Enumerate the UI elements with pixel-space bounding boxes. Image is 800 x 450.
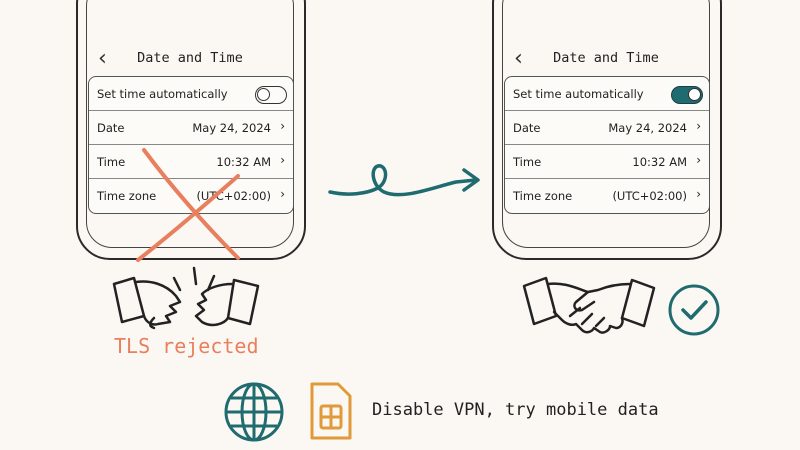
row-value: May 24, 2024 bbox=[192, 121, 271, 135]
timezone-row[interactable]: Time zone (UTC+02:00) › bbox=[505, 179, 709, 212]
screen-title: Date and Time bbox=[137, 50, 243, 66]
date-row[interactable]: Date May 24, 2024 › bbox=[505, 111, 709, 144]
chevron-right-icon: › bbox=[280, 119, 285, 133]
cross-mark-icon bbox=[136, 148, 240, 262]
squiggle-arrow-icon bbox=[328, 164, 480, 197]
auto-time-row[interactable]: Set time automatically bbox=[89, 77, 293, 110]
row-label: Set time automatically bbox=[513, 87, 644, 101]
chevron-right-icon: › bbox=[280, 187, 285, 201]
handshake-icon bbox=[522, 276, 656, 334]
divider bbox=[89, 144, 293, 145]
settings-card: Set time automatically Date May 24, 2024… bbox=[504, 76, 710, 214]
chevron-right-icon: › bbox=[696, 153, 701, 167]
time-row[interactable]: Time 10:32 AM › bbox=[505, 145, 709, 178]
row-label: Date bbox=[97, 121, 125, 135]
chevron-left-icon[interactable]: ‹ bbox=[96, 46, 110, 71]
time-row[interactable]: Time 10:32 AM › bbox=[89, 145, 293, 178]
row-value: 10:32 AM bbox=[632, 155, 687, 169]
chevron-right-icon: › bbox=[280, 153, 285, 167]
divider bbox=[89, 178, 293, 179]
toggle-knob bbox=[257, 88, 270, 101]
auto-time-toggle[interactable] bbox=[255, 86, 287, 104]
globe-icon bbox=[224, 382, 284, 442]
row-value: (UTC+02:00) bbox=[612, 189, 687, 203]
chevron-right-icon: › bbox=[696, 187, 701, 201]
divider bbox=[505, 178, 709, 179]
row-value: 10:32 AM bbox=[216, 155, 271, 169]
settings-card: Set time automatically Date May 24, 2024… bbox=[88, 76, 294, 214]
date-row[interactable]: Date May 24, 2024 › bbox=[89, 111, 293, 144]
row-value: May 24, 2024 bbox=[608, 121, 687, 135]
auto-time-toggle[interactable] bbox=[671, 86, 703, 104]
chevron-right-icon: › bbox=[696, 119, 701, 133]
divider bbox=[89, 110, 293, 111]
row-label: Time zone bbox=[97, 189, 157, 203]
row-label: Time bbox=[513, 155, 542, 169]
check-circle-icon bbox=[668, 284, 720, 336]
right-phone: ‹ Date and Time Set time automatically D… bbox=[492, 0, 722, 260]
row-label: Time bbox=[97, 155, 126, 169]
toggle-knob bbox=[688, 88, 701, 101]
timezone-row[interactable]: Time zone (UTC+02:00) › bbox=[89, 179, 293, 212]
phone-frame bbox=[76, 0, 306, 260]
row-label: Time zone bbox=[513, 189, 573, 203]
divider bbox=[505, 110, 709, 111]
broken-handshake-icon bbox=[112, 266, 260, 330]
tls-rejected-label: TLS rejected bbox=[114, 334, 259, 358]
row-label: Set time automatically bbox=[97, 87, 228, 101]
divider bbox=[505, 144, 709, 145]
phone-frame bbox=[492, 0, 722, 260]
screen-header: ‹ Date and Time bbox=[90, 46, 290, 72]
screen-header: ‹ Date and Time bbox=[506, 46, 706, 72]
row-label: Date bbox=[513, 121, 541, 135]
auto-time-row[interactable]: Set time automatically bbox=[505, 77, 709, 110]
row-value: (UTC+02:00) bbox=[196, 189, 271, 203]
left-phone: ‹ Date and Time Set time automatically D… bbox=[76, 0, 306, 260]
sim-card-icon bbox=[310, 382, 352, 440]
hint-text: Disable VPN, try mobile data bbox=[372, 400, 659, 420]
chevron-left-icon[interactable]: ‹ bbox=[512, 46, 526, 71]
screen-title: Date and Time bbox=[553, 50, 659, 66]
